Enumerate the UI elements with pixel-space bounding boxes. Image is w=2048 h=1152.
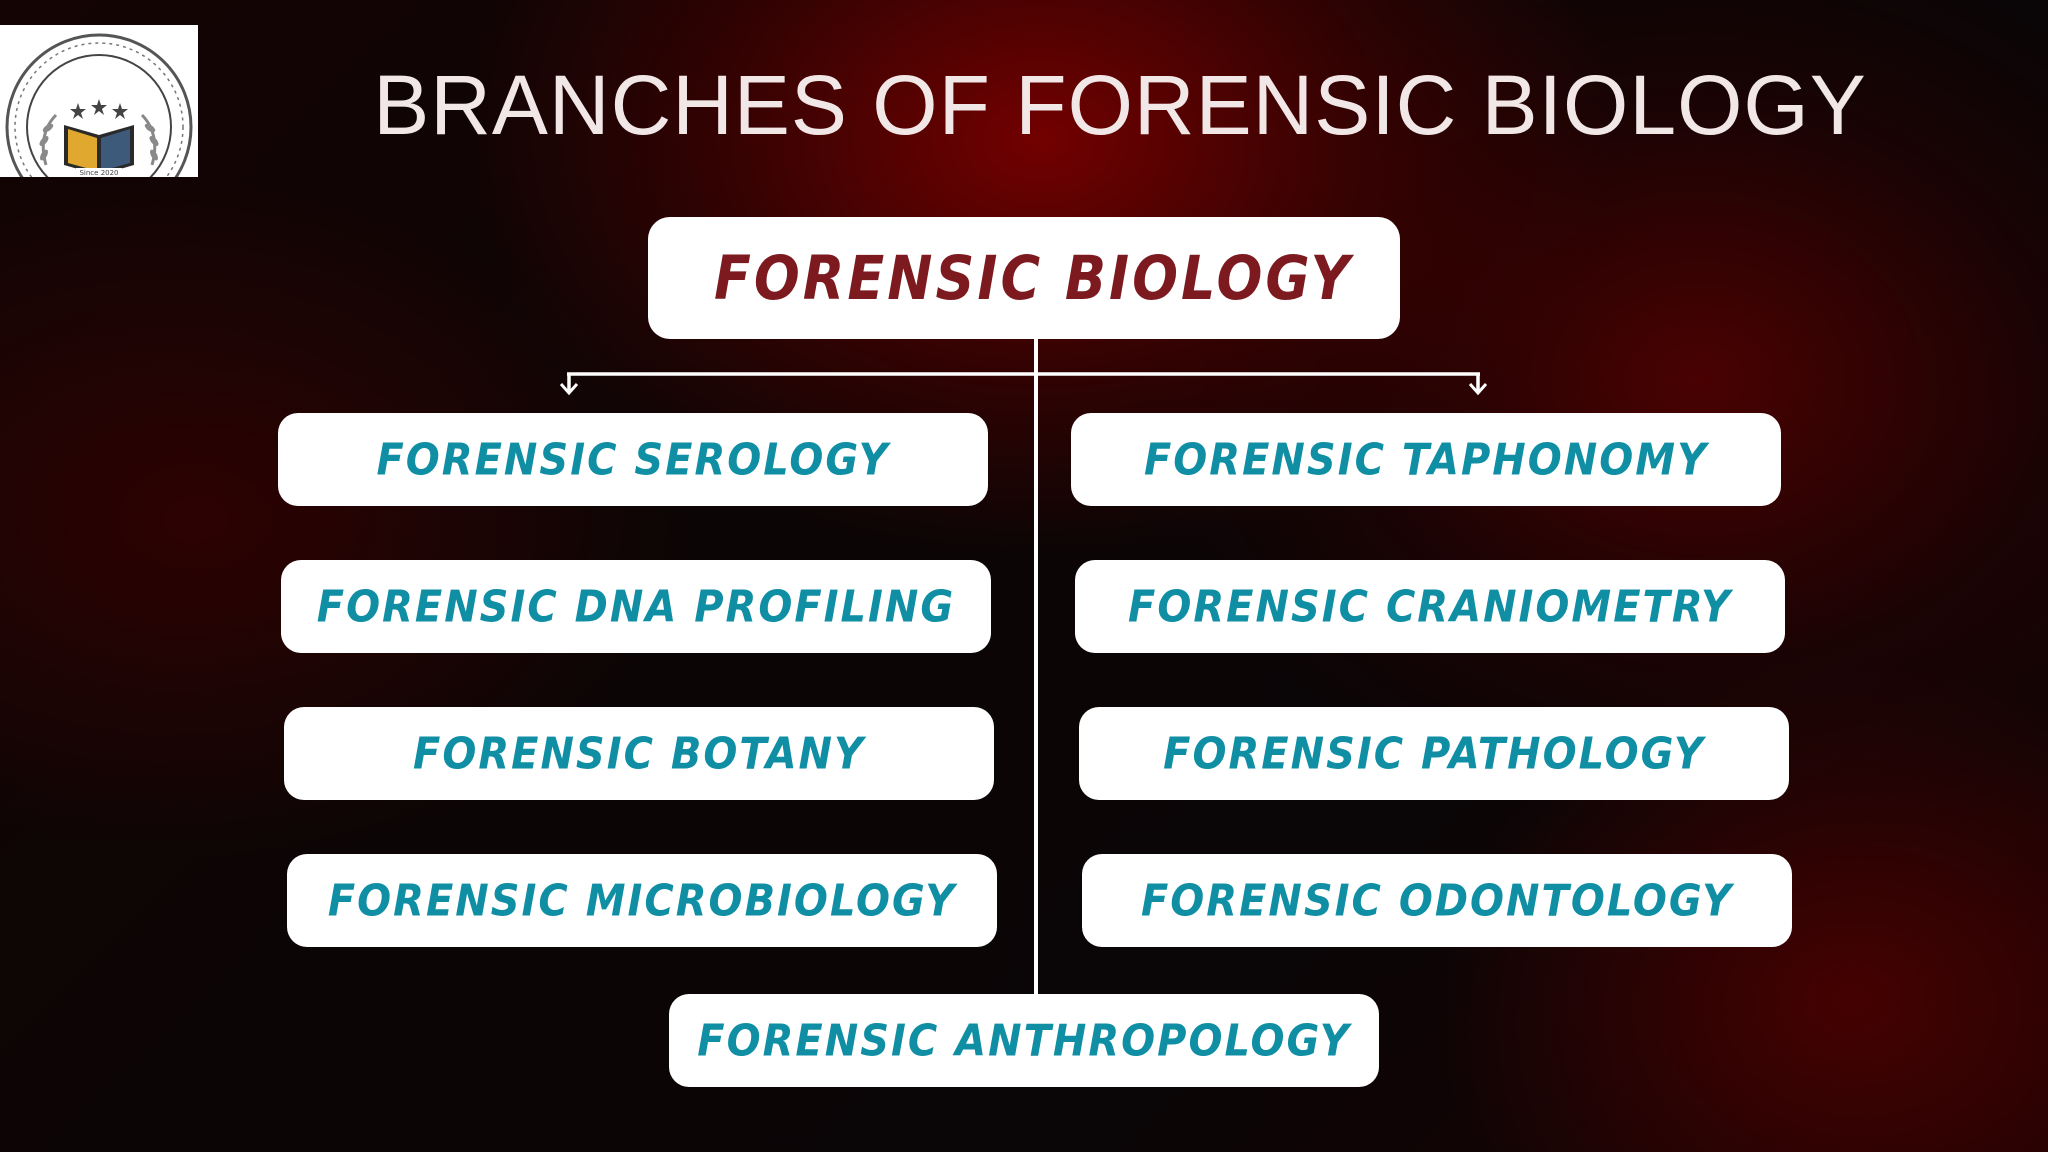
branch-node-label: FORENSIC DNA PROFILING [316,581,956,632]
branch-node-label: FORENSIC SEROLOGY [376,434,890,485]
branch-node-dna-profiling: FORENSIC DNA PROFILING [281,560,991,653]
branch-node-anthropology: FORENSIC ANTHROPOLOGY [669,994,1379,1087]
right-arrowhead-icon [1468,383,1488,396]
page-title: BRANCHES OF FORENSIC BIOLOGY [373,58,1867,152]
root-node: FORENSIC BIOLOGY [648,217,1400,339]
branch-node-label: FORENSIC CRANIOMETRY [1128,581,1732,632]
root-node-label: FORENSIC BIOLOGY [714,242,1353,314]
branch-node-botany: FORENSIC BOTANY [284,707,994,800]
branch-node-craniometry: FORENSIC CRANIOMETRY [1075,560,1785,653]
branch-node-microbiology: FORENSIC MICROBIOLOGY [287,854,997,947]
branch-node-label: FORENSIC ANTHROPOLOGY [697,1015,1351,1066]
branch-node-odontology: FORENSIC ODONTOLOGY [1082,854,1792,947]
logo-caption: Since 2020 [79,169,118,177]
branch-node-pathology: FORENSIC PATHOLOGY [1079,707,1789,800]
branch-node-serology: FORENSIC SEROLOGY [278,413,988,506]
branch-node-label: FORENSIC TAPHONOMY [1143,434,1709,485]
institution-logo: Since 2020 [0,25,198,177]
branch-node-label: FORENSIC ODONTOLOGY [1140,875,1734,926]
open-book-laurel-emblem-icon: Since 2020 [5,33,193,177]
left-arrowhead-icon [559,383,579,396]
branch-node-taphonomy: FORENSIC TAPHONOMY [1071,413,1781,506]
branch-node-label: FORENSIC MICROBIOLOGY [327,875,957,926]
branch-node-label: FORENSIC PATHOLOGY [1163,728,1705,779]
branch-node-label: FORENSIC BOTANY [413,728,865,779]
